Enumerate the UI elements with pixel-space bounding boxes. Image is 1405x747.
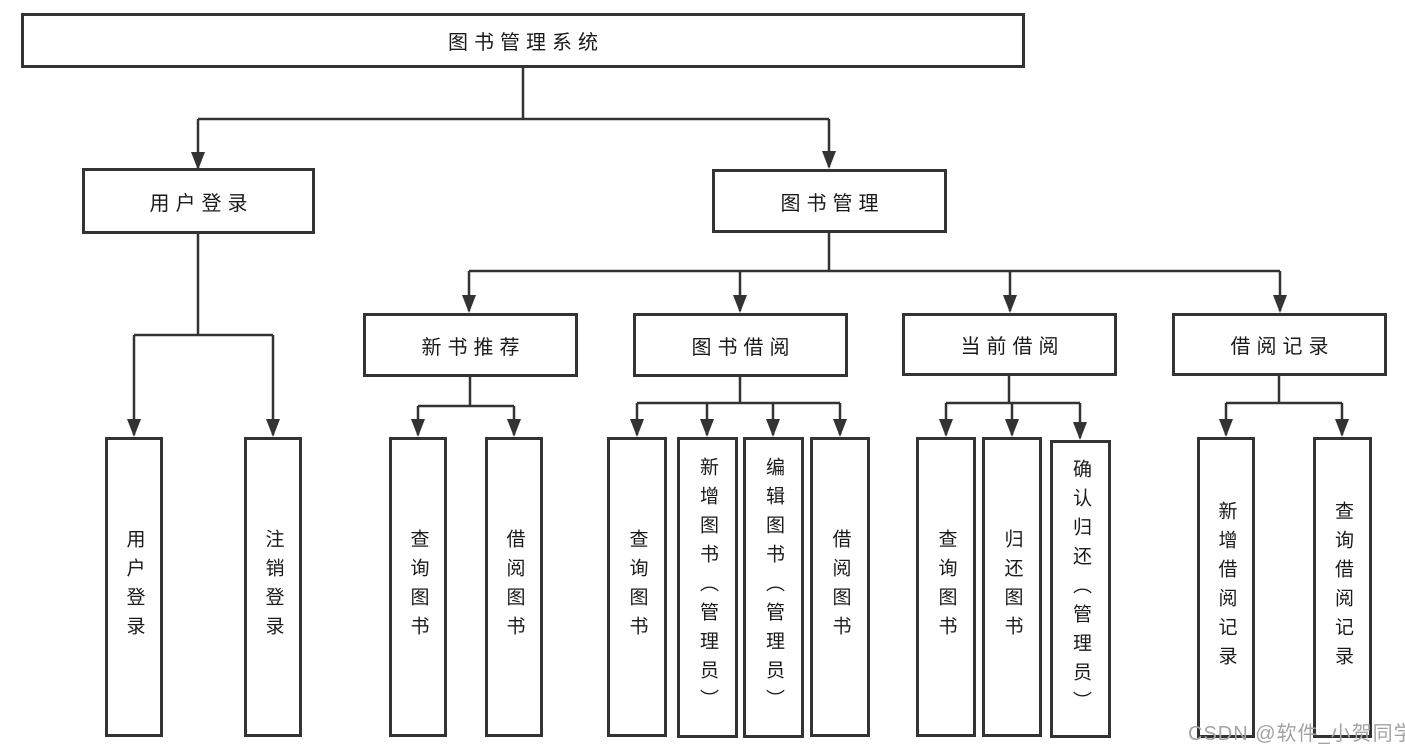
leaf-logout-login: 注销登录	[244, 437, 302, 737]
arrowheads	[127, 151, 1349, 440]
connector-new-book-rec-children	[416, 377, 516, 435]
leaf-confirm-return-admin: 确认归还（管理员）	[1050, 440, 1111, 738]
connector-book-borrow-children	[635, 377, 842, 435]
leaf-query-borrow-record: 查询借阅记录	[1313, 437, 1372, 738]
node-book-borrow: 图书借阅	[633, 313, 848, 377]
leaf-borrow-book-recommend: 借阅图书	[485, 437, 543, 737]
leaf-user-login: 用户登录	[105, 437, 163, 737]
node-root: 图书管理系统	[21, 13, 1025, 68]
node-user-login: 用户登录	[82, 168, 315, 234]
leaf-edit-book-admin: 编辑图书（管理员）	[743, 437, 804, 738]
connector-root-to-level2	[196, 68, 831, 168]
leaf-borrow-book: 借阅图书	[810, 437, 870, 737]
leaf-add-borrow-record: 新增借阅记录	[1197, 437, 1255, 738]
leaf-query-book-recommend: 查询图书	[389, 437, 447, 737]
leaf-query-book-current: 查询图书	[916, 437, 976, 737]
connector-book-mgmt-children	[467, 233, 1282, 311]
node-book-management: 图书管理	[712, 169, 947, 233]
leaf-query-book-borrow: 查询图书	[607, 437, 667, 737]
connector-user-login-children	[132, 234, 275, 435]
leaf-return-book: 归还图书	[982, 437, 1042, 737]
csdn-watermark: CSDN @软件_小贺同学	[1188, 723, 1405, 745]
leaf-add-book-admin: 新增图书（管理员）	[677, 437, 738, 738]
node-current-borrow: 当前借阅	[902, 313, 1117, 376]
connector-borrow-records-children	[1224, 376, 1344, 435]
node-borrow-records: 借阅记录	[1172, 313, 1387, 376]
node-new-book-recommend: 新书推荐	[363, 313, 578, 377]
